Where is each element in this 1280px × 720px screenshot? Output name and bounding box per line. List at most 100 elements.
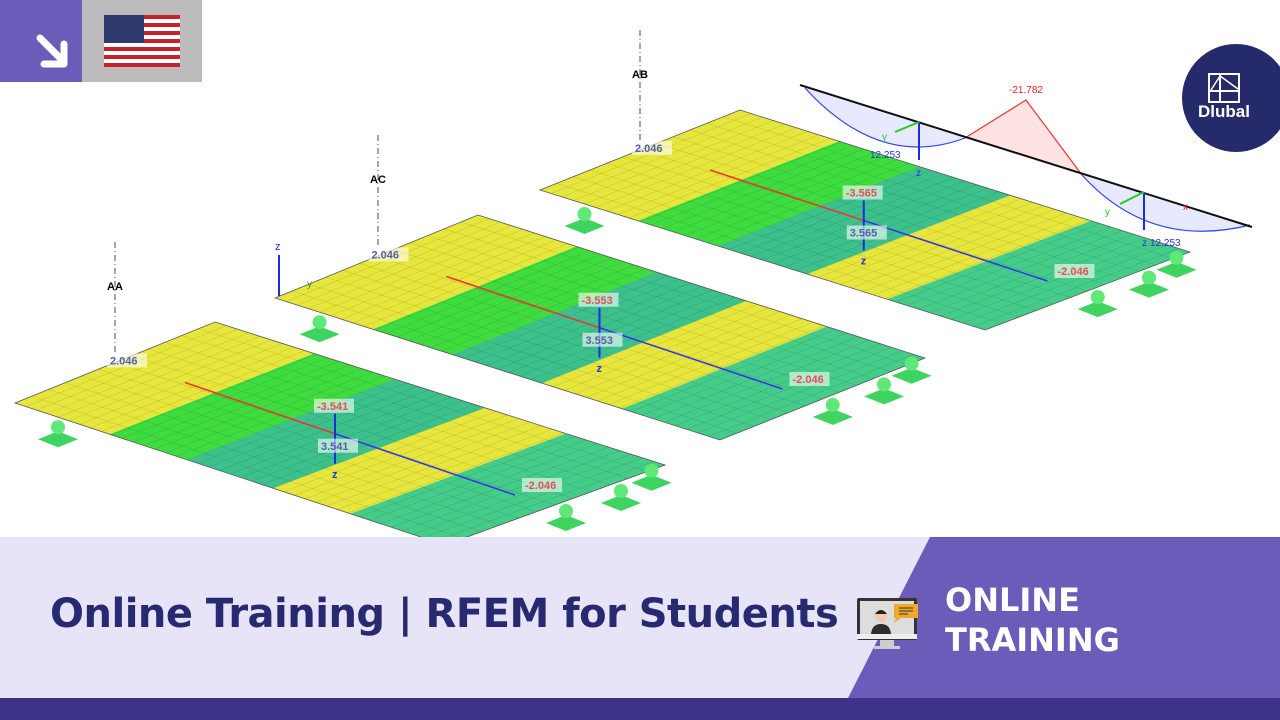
mesh-line: [829, 202, 1033, 282]
mesh-line: [553, 304, 758, 388]
plate-label: AB: [632, 69, 648, 81]
support: [1156, 250, 1197, 278]
mesh-line: [851, 209, 1056, 289]
mesh-line: [684, 155, 887, 236]
support: [864, 377, 904, 405]
moment-left-value: 2.046: [110, 356, 138, 368]
mesh-line: [586, 314, 792, 398]
mesh-line: [556, 183, 1003, 324]
mesh-line: [341, 236, 546, 320]
mesh-line: [363, 243, 568, 327]
support: [546, 504, 586, 531]
plate-strip: [109, 353, 395, 460]
beam-axis-x: x: [1183, 202, 1188, 213]
mesh-line: [689, 129, 1139, 272]
mesh-line: [673, 136, 1122, 279]
moment-right-value: -2.046: [793, 374, 824, 386]
mesh-line: [575, 311, 780, 395]
plate-label: AC: [370, 174, 386, 186]
fem-model-view: -21.782 12.253 12.253 z z y y x AA2.046-…: [13, 30, 1253, 540]
mesh-line: [81, 375, 519, 519]
mesh-line: [164, 341, 611, 486]
plate-strip: [887, 220, 1190, 330]
dlubal-logo[interactable]: Dlubal: [1182, 44, 1280, 152]
mesh-line: [165, 371, 373, 453]
moment-line-positive: [599, 327, 783, 390]
mesh-line: [176, 375, 384, 457]
mesh-line: [723, 116, 1174, 259]
mesh-line: [48, 389, 482, 532]
mesh-line: [617, 134, 819, 215]
mesh-line: [386, 250, 590, 334]
mesh-line: [606, 131, 808, 212]
mesh-line: [918, 230, 1123, 310]
badge-line-2: TRAINING: [945, 621, 1120, 659]
mesh-line: [111, 353, 317, 436]
mesh-line: [562, 116, 763, 198]
moment-right-value: -2.046: [1058, 266, 1089, 278]
mesh-line: [352, 239, 557, 324]
support: [1129, 270, 1169, 298]
mesh-line: [706, 123, 1156, 266]
plate-outline: [13, 321, 667, 540]
plate-ab[interactable]: [538, 30, 1197, 331]
mesh-line: [423, 457, 643, 539]
moment-line-negative: [446, 275, 600, 329]
mesh-line: [873, 216, 1078, 296]
mesh-line: [308, 225, 512, 309]
mesh-line: [100, 350, 306, 432]
beam-left-value: 12.253: [870, 150, 901, 161]
moment-left-value: 2.046: [372, 250, 400, 262]
mesh-line: [297, 221, 501, 306]
moment-line-positive: [863, 219, 1048, 282]
mesh-line: [393, 249, 840, 393]
mesh-line: [57, 336, 261, 418]
mesh-line: [884, 219, 1089, 299]
beam-axis-y: y: [1105, 207, 1110, 218]
mesh-line: [31, 395, 464, 539]
mesh-line: [64, 382, 501, 526]
mesh-line: [597, 318, 803, 402]
moment-pos-value: 3.565: [850, 228, 878, 240]
mesh-line: [305, 418, 519, 500]
moment-neg-value: -3.565: [846, 188, 877, 200]
mesh-line: [573, 120, 774, 201]
mesh-line: [686, 346, 892, 430]
support: [601, 484, 641, 511]
corner-arrow-tile: [0, 0, 82, 82]
support: [564, 207, 605, 234]
mesh-line: [410, 242, 857, 386]
mesh-line: [675, 343, 881, 427]
language-selector[interactable]: [82, 0, 202, 82]
mesh-line: [143, 364, 351, 446]
mesh-line: [408, 257, 613, 341]
mesh-line: [412, 453, 632, 535]
plate-aa[interactable]: [13, 242, 672, 540]
mesh-line: [47, 332, 249, 414]
mesh-line: [342, 270, 789, 413]
mesh-line: [653, 336, 859, 419]
mesh-line: [401, 450, 621, 532]
plate-strip: [275, 215, 577, 330]
plate-strip: [540, 110, 839, 221]
plate-ac[interactable]: [273, 135, 932, 441]
axis-z-label: z: [332, 469, 338, 481]
mesh-line: [181, 335, 629, 479]
moment-line-positive: [334, 433, 516, 496]
moment-pos-value: 3.541: [321, 441, 349, 453]
plate-outline: [538, 109, 1192, 331]
mesh-line: [608, 321, 814, 405]
mesh-line: [628, 138, 831, 219]
mesh-line: [862, 212, 1067, 292]
logo-text: Dlubal: [1198, 102, 1250, 121]
moment-pos-value: 3.553: [586, 335, 614, 347]
mesh-line: [673, 152, 876, 233]
mesh-line: [619, 325, 825, 409]
support: [38, 420, 78, 448]
mesh-line: [330, 232, 534, 317]
mesh-line: [198, 328, 647, 472]
mesh-line: [929, 233, 1134, 313]
mesh-line: [427, 235, 874, 379]
mesh-line: [940, 237, 1146, 317]
us-flag-icon: [104, 15, 180, 67]
